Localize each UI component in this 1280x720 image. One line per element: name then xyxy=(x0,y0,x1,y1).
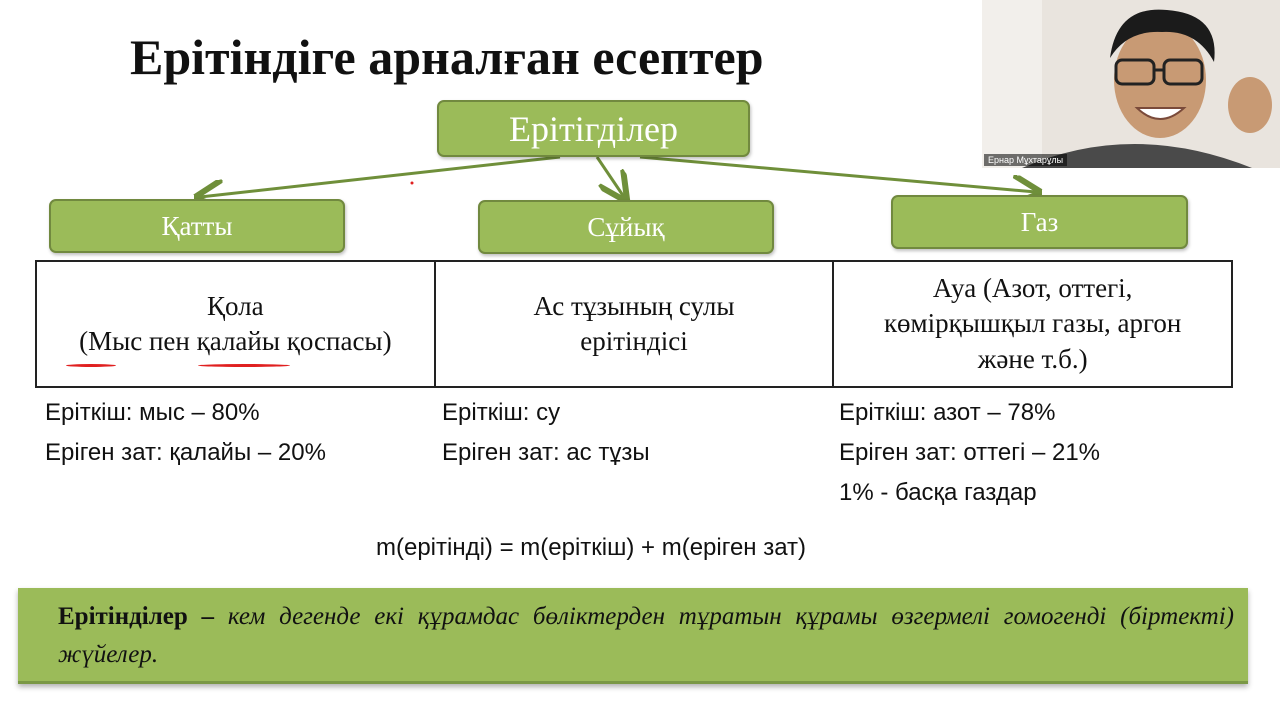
info-gas: Еріткіш: азот – 78% Еріген зат: оттегі –… xyxy=(839,393,1100,513)
example-line: Ас тұзының сулы xyxy=(533,290,735,321)
example-line: және т.б.) xyxy=(977,343,1088,374)
category-liquid: Сұйық xyxy=(478,200,774,254)
info-line: Еріткіш: су xyxy=(442,399,561,426)
slide-title: Ерітіндіге арналған есептер xyxy=(130,29,764,85)
definition-term: Ерітінділер xyxy=(58,603,188,630)
info-liquid: Еріткіш: су Еріген зат: ас тұзы xyxy=(442,393,650,473)
stray-red-dot xyxy=(410,181,414,185)
info-line: Еріген зат: ас тұзы xyxy=(442,439,650,466)
example-line: Ауа (Азот, оттегі, xyxy=(932,273,1133,304)
example-cell-gas: Ауа (Азот, оттегі, көмірқышқыл газы, арг… xyxy=(832,260,1233,388)
info-line: 1% - басқа газдар xyxy=(839,479,1037,506)
example-line: ерітіндісі xyxy=(580,326,688,356)
definition-box: Ерітінділер – кем дегенде екі құрамдас б… xyxy=(18,588,1248,684)
info-line: Еріткіш: мыс – 80% xyxy=(45,399,260,426)
presenter-video-frame xyxy=(982,0,1280,168)
info-solid: Еріткіш: мыс – 80% Еріген зат: қалайы – … xyxy=(45,393,326,473)
arrow-to-liquid xyxy=(595,156,624,197)
info-line: Еріген зат: қалайы – 20% xyxy=(45,439,326,466)
category-gas: Газ xyxy=(891,195,1188,249)
arrow-to-gas xyxy=(639,155,1036,192)
example-line: көмірқышқыл газы, аргон xyxy=(883,308,1182,339)
example-cell-solid: Қола (Мыс пен қалайы қоспасы) xyxy=(35,260,436,388)
category-solid: Қатты xyxy=(49,199,345,253)
examples-table: Қола (Мыс пен қалайы қоспасы) Ас тұзының… xyxy=(35,260,1233,388)
info-line: Еріткіш: азот – 78% xyxy=(839,399,1056,426)
definition-text: кем дегенде екі құрамдас бөліктерден тұр… xyxy=(58,603,1234,668)
example-line: (Мыс пен қалайы қоспасы) xyxy=(79,326,392,356)
mass-formula: m(ерітінді) = m(еріткіш) + m(еріген зат) xyxy=(376,534,807,561)
webcam-video[interactable]: Ернар Мұхтарұлы xyxy=(982,0,1280,168)
arrow-to-solid xyxy=(200,155,561,197)
info-line: Еріген зат: оттегі – 21% xyxy=(839,439,1101,466)
annotation-underline-copper xyxy=(66,364,116,367)
annotation-underline-tin xyxy=(198,364,290,367)
example-cell-liquid: Ас тұзының сулы ерітіндісі xyxy=(433,260,835,388)
participant-name: Ернар Мұхтарұлы xyxy=(984,154,1068,166)
root-node-solutions: Ерітігділер xyxy=(437,100,750,157)
example-line: Қола xyxy=(207,290,264,321)
definition-dash: – xyxy=(187,603,228,630)
table-row: Қола (Мыс пен қалайы қоспасы) Ас тұзының… xyxy=(35,260,1233,388)
